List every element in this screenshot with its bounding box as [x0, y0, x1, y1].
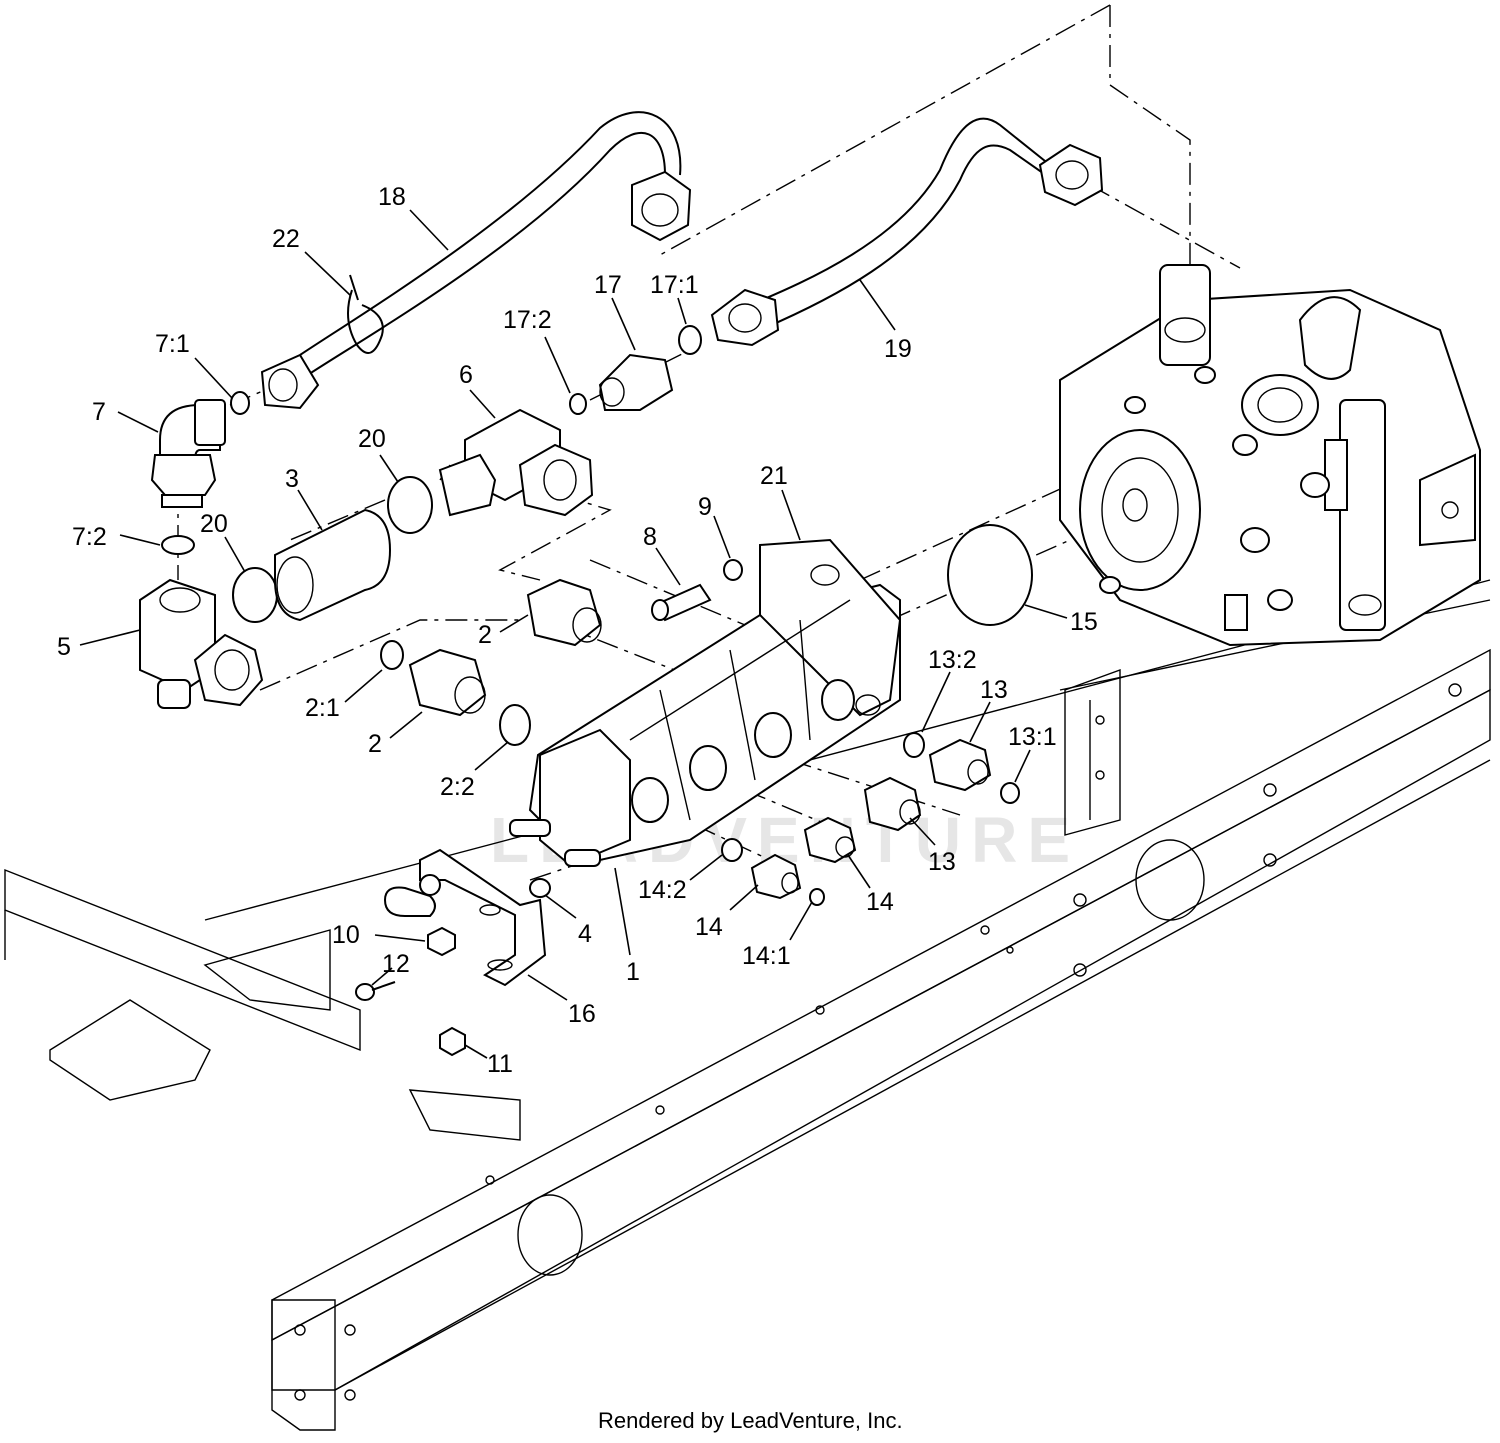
callout-1: 1	[626, 958, 640, 986]
bracket-16	[383, 848, 547, 987]
callout-13-a: 13	[980, 676, 1008, 704]
callout-14-2: 14:2	[638, 876, 687, 904]
callout-labels: 18 22 7:1 7 7:2 20 20 3 6 17:2 17 17:1 1…	[57, 183, 1098, 1078]
fitting-13-lower	[863, 776, 922, 832]
callout-8: 8	[643, 523, 657, 551]
bolt-12	[355, 981, 396, 1001]
callout-2-a: 2	[478, 621, 492, 649]
tube-19	[710, 117, 1104, 347]
fitting-14-upper	[803, 816, 857, 864]
callout-6: 6	[459, 361, 473, 389]
o-ring-15	[947, 524, 1033, 626]
callout-22: 22	[272, 225, 300, 253]
callout-2-2: 2:2	[440, 773, 475, 801]
callout-18: 18	[378, 183, 406, 211]
callout-4: 4	[578, 920, 592, 948]
callout-17: 17	[594, 271, 622, 299]
tube-18	[260, 111, 692, 410]
callout-17-1: 17:1	[650, 271, 699, 299]
fitting-14-lower	[750, 853, 802, 900]
clip-22	[347, 274, 384, 354]
callout-21: 21	[760, 462, 788, 490]
tee-5	[139, 578, 264, 709]
hose-3	[274, 508, 392, 622]
callout-13-2: 13:2	[928, 646, 977, 674]
callout-10: 10	[332, 921, 360, 949]
nut-10	[427, 926, 456, 957]
callout-13-1: 13:1	[1008, 723, 1057, 751]
callout-13-b: 13	[928, 848, 956, 876]
o-ring-17-2	[569, 393, 587, 415]
fitting-2-lower	[408, 648, 487, 717]
hydrostatic-pump	[1059, 264, 1481, 647]
callout-3: 3	[285, 465, 299, 493]
o-ring-7-1	[230, 391, 250, 415]
footer-credit: Rendered by LeadVenture, Inc.	[598, 1408, 903, 1433]
callout-16: 16	[568, 1000, 596, 1028]
callout-9: 9	[698, 493, 712, 521]
callout-14-b: 14	[695, 913, 723, 941]
callout-19: 19	[884, 335, 912, 363]
o-ring-13-2	[903, 732, 925, 758]
o-ring-14-2	[721, 838, 743, 862]
o-ring-2-2	[499, 704, 531, 746]
callout-14-1: 14:1	[742, 942, 791, 970]
callout-7-1: 7:1	[155, 330, 190, 358]
nut-11	[439, 1026, 466, 1057]
o-ring-13-1	[1000, 782, 1020, 804]
o-ring-14-1	[809, 888, 825, 906]
clamp-20-upper	[387, 476, 433, 534]
callout-12: 12	[382, 950, 410, 978]
callout-2-1: 2:1	[305, 694, 340, 722]
callout-14-a: 14	[866, 888, 894, 916]
callout-15: 15	[1070, 608, 1098, 636]
clamp-20-lower	[232, 567, 278, 623]
callout-5: 5	[57, 633, 71, 661]
fitting-13-upper	[928, 738, 992, 792]
callout-2-b: 2	[368, 730, 382, 758]
tee-6	[438, 408, 594, 517]
o-ring-7-2	[161, 535, 195, 555]
washer-9	[723, 559, 743, 581]
gear-pump-1	[509, 538, 902, 867]
callout-11: 11	[487, 1050, 513, 1078]
fitting-2-upper	[526, 578, 602, 647]
callout-17-2: 17:2	[503, 306, 552, 334]
o-ring-2-1	[380, 640, 404, 670]
o-ring-17-1	[678, 325, 702, 355]
elbow-7	[150, 399, 226, 508]
cap-screw-8	[651, 583, 712, 622]
leader-lines	[79, 209, 1068, 1059]
callout-7: 7	[92, 398, 106, 426]
callout-7-2: 7:2	[72, 523, 107, 551]
callout-20-b: 20	[358, 425, 386, 453]
callout-20-a: 20	[200, 510, 228, 538]
washer-4	[529, 878, 551, 898]
adapter-17	[598, 353, 674, 411]
